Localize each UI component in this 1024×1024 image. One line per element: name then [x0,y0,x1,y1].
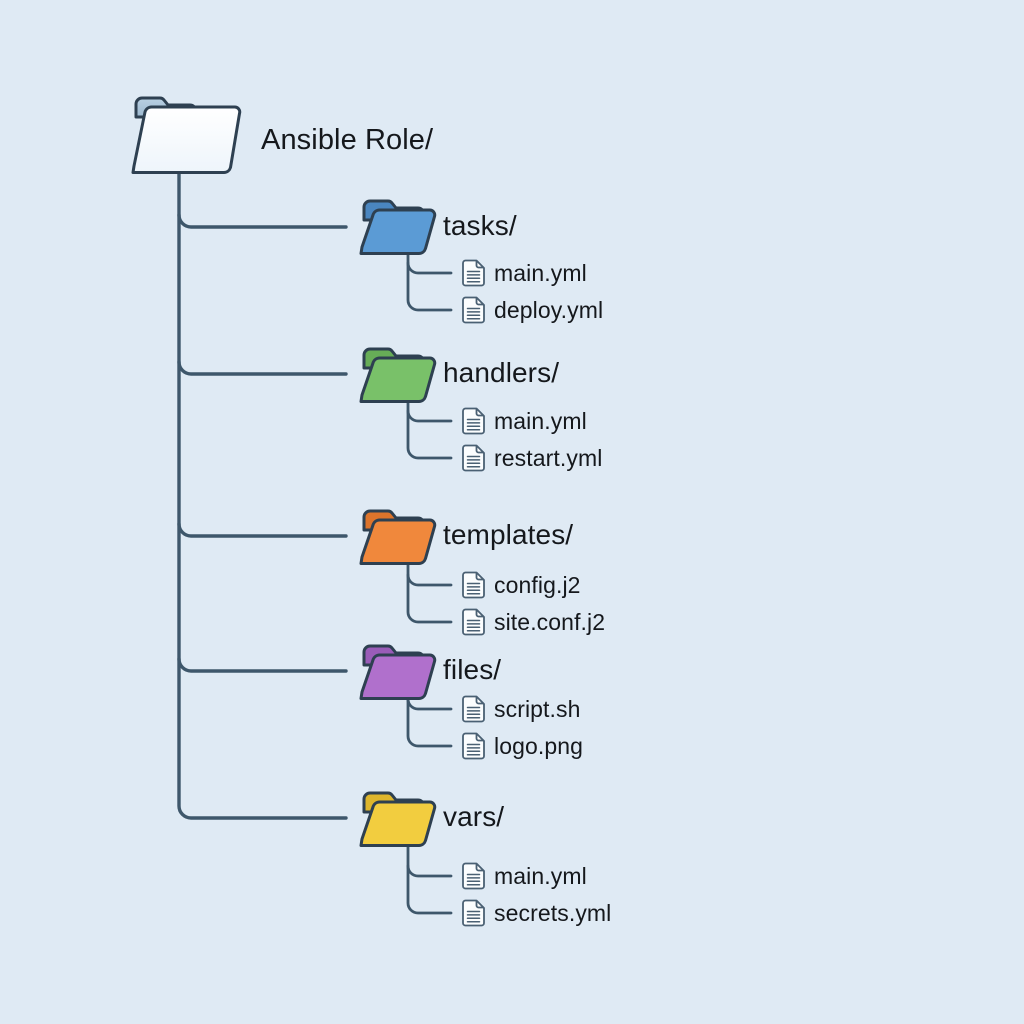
folder-label[interactable]: vars/ [443,801,505,832]
root-folder-label: Ansible Role/ [261,124,434,156]
file-label[interactable]: secrets.yml [494,900,612,926]
file-label[interactable]: script.sh [494,696,581,722]
child-branch-0-0 [406,261,453,275]
child-branch-1-0 [406,409,453,423]
child-stem-3 [406,697,453,748]
file-icon-3-1-fold [475,733,484,742]
file-icon-3-0 [462,695,485,723]
branch-line-3 [177,657,348,673]
branch-line-1 [177,360,348,376]
file-icon-2-1-fold [475,609,484,618]
file-icon-0-0 [462,259,485,287]
root-folder-icon [131,96,242,174]
file-label[interactable]: deploy.yml [494,297,604,323]
file-icon-0-1-fold [475,297,484,306]
file-label[interactable]: config.j2 [494,572,581,598]
file-icon-0-0-fold [475,260,484,269]
file-icon-4-1-fold [475,900,484,909]
trunk-line [177,168,348,820]
connector-lines [177,168,453,915]
folder-label[interactable]: templates/ [443,519,574,550]
folder-icon-0 [359,199,437,255]
file-icon-1-0-fold [475,408,484,417]
child-branch-2-0 [406,573,453,587]
file-icon-4-0 [462,862,485,890]
file-label[interactable]: logo.png [494,733,584,759]
file-icon-4-1 [462,899,485,927]
child-branch-4-0 [406,864,453,878]
child-stem-1 [406,400,453,460]
file-label[interactable]: main.yml [494,408,587,434]
file-label[interactable]: restart.yml [494,445,603,471]
file-icon-1-1-fold [475,445,484,454]
root-folder-icon-front [131,105,242,174]
folder-icon-4-front [359,800,437,847]
folder-label[interactable]: files/ [443,654,502,685]
file-icon-4-0-fold [475,863,484,872]
folder-label[interactable]: tasks/ [443,210,517,241]
folder-icon-3 [359,644,437,700]
file-icon-3-0-fold [475,696,484,705]
file-icon-0-1 [462,296,485,324]
file-icon-2-0-fold [475,572,484,581]
child-branch-3-0 [406,697,453,711]
child-stem-2 [406,562,453,624]
folder-icon-4 [359,791,437,847]
folder-icon-1 [359,347,437,403]
folder-icon-1-front [359,356,437,403]
branch-line-2 [177,522,348,538]
icon-layer [131,96,485,927]
file-icon-3-1 [462,732,485,760]
file-label[interactable]: main.yml [494,260,587,286]
folder-icon-2 [359,509,437,565]
file-icon-1-0 [462,407,485,435]
folder-icon-2-front [359,518,437,565]
file-label[interactable]: site.conf.j2 [494,609,606,635]
folder-icon-3-front [359,653,437,700]
file-icon-2-0 [462,571,485,599]
folder-label[interactable]: handlers/ [443,357,560,388]
child-stem-4 [406,844,453,915]
child-stem-0 [406,252,453,312]
branch-line-0 [177,213,348,229]
file-icon-2-1 [462,608,485,636]
file-label[interactable]: main.yml [494,863,587,889]
folder-icon-0-front [359,208,437,255]
file-icon-1-1 [462,444,485,472]
